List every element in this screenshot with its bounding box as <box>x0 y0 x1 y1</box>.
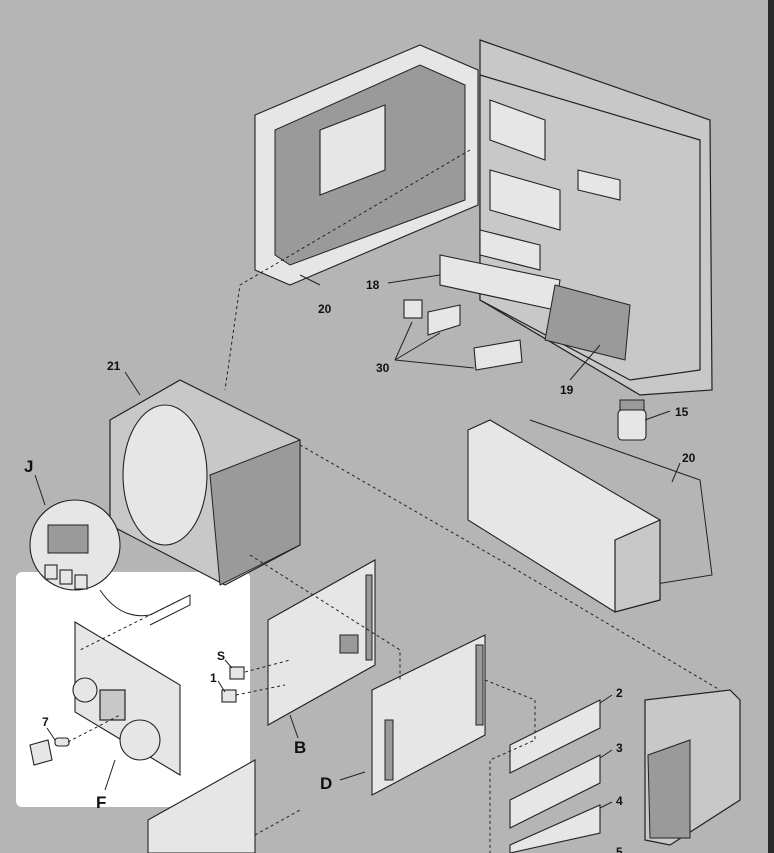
label-5: 5 <box>616 845 623 853</box>
board-b <box>267 559 376 726</box>
side-cover <box>467 419 713 613</box>
main-housing <box>254 39 713 396</box>
label-b: B <box>294 738 306 757</box>
board-d <box>371 634 486 796</box>
label-20-side: 20 <box>682 451 696 465</box>
label-30: 30 <box>376 361 390 375</box>
modules <box>509 699 601 853</box>
label-d: D <box>320 774 332 793</box>
label-4: 4 <box>616 794 623 808</box>
label-7: 7 <box>42 715 49 729</box>
label-19: 19 <box>560 383 574 397</box>
label-f: F <box>96 793 106 812</box>
power-board <box>29 621 181 776</box>
label-15: 15 <box>675 405 689 419</box>
label-j: J <box>24 457 33 476</box>
label-1: 1 <box>210 671 217 685</box>
part-1 <box>221 689 237 703</box>
connectors <box>403 299 523 371</box>
label-3: 3 <box>616 741 623 755</box>
label-18: 18 <box>366 278 380 292</box>
display-housing <box>109 379 301 586</box>
assembly-guides <box>67 149 721 853</box>
label-21: 21 <box>107 359 121 373</box>
switch-s <box>229 666 245 680</box>
label-s: S <box>217 649 225 663</box>
display-module <box>29 499 191 626</box>
window-edge <box>768 0 774 853</box>
leader-lines <box>34 274 681 809</box>
lower-board <box>147 759 256 853</box>
label-2: 2 <box>616 686 623 700</box>
cable-gland <box>617 399 647 441</box>
module-5 <box>644 689 741 846</box>
label-20-top: 20 <box>318 302 332 316</box>
